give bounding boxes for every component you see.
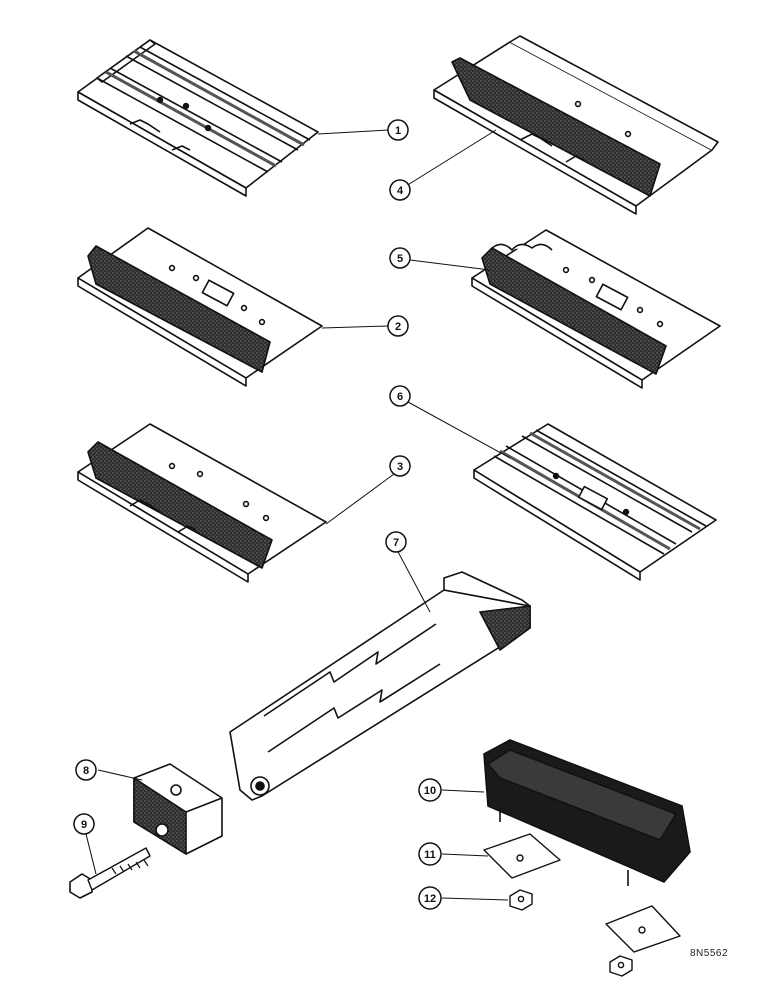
- leader-2: [321, 325, 389, 329]
- part-7-grouser-bar: [229, 571, 531, 801]
- leader-6: [407, 401, 511, 459]
- callout-2: 2: [387, 315, 409, 337]
- leader-10: [441, 789, 485, 793]
- part-11-plate: [483, 833, 681, 953]
- callout-12: 12: [418, 886, 442, 910]
- callout-3: 3: [389, 455, 411, 477]
- part-1-shoe: [77, 39, 319, 197]
- leader-4: [405, 129, 497, 187]
- leader-12: [441, 897, 509, 901]
- callout-5: 5: [389, 247, 411, 269]
- callout-11: 11: [418, 842, 442, 866]
- callout-5-label: 5: [397, 253, 403, 265]
- leader-9: [85, 833, 97, 875]
- callout-8: 8: [75, 759, 97, 781]
- part-3-shoe: [77, 423, 327, 583]
- part-10-rubber-pad: [483, 739, 691, 886]
- drawing-id: 8N5562: [690, 948, 728, 959]
- callout-7: 7: [385, 531, 407, 553]
- leader-11: [441, 853, 489, 857]
- callout-10: 10: [418, 778, 442, 802]
- callout-1: 1: [387, 119, 409, 141]
- callout-1-label: 1: [395, 125, 401, 137]
- part-6-shoe: [473, 423, 717, 581]
- leader-1: [317, 129, 389, 135]
- callout-9-label: 9: [81, 819, 87, 831]
- leader-5: [409, 259, 491, 271]
- callout-12-label: 12: [424, 893, 436, 905]
- callout-6-label: 6: [397, 391, 403, 403]
- leader-8: [97, 769, 143, 781]
- part-9-bolt: [69, 847, 151, 899]
- callout-7-label: 7: [393, 537, 399, 549]
- part-2-shoe: [77, 227, 323, 387]
- callout-2-label: 2: [395, 321, 401, 333]
- part-12-nut: [509, 889, 633, 977]
- leader-7: [395, 547, 431, 613]
- callout-10-label: 10: [424, 785, 436, 797]
- part-8-clip: [133, 763, 223, 855]
- part-5-shoe: [471, 229, 721, 389]
- callout-11-label: 11: [424, 849, 436, 861]
- callout-8-label: 8: [83, 765, 89, 777]
- leader-3: [325, 473, 395, 525]
- callout-4-label: 4: [397, 185, 404, 197]
- part-4-shoe: [433, 35, 719, 215]
- callout-6: 6: [389, 385, 411, 407]
- callout-9: 9: [73, 813, 95, 835]
- callout-4: 4: [389, 179, 411, 201]
- callout-3-label: 3: [397, 461, 403, 473]
